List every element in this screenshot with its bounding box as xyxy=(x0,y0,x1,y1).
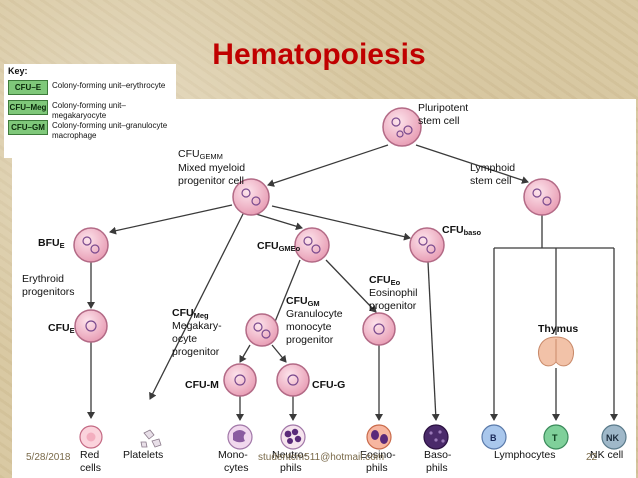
nk-cell-icon xyxy=(601,424,627,450)
cell-pluripotent xyxy=(382,107,422,147)
label-thymus: Thymus xyxy=(538,323,578,335)
label-lymphoid-1: Lymphoid xyxy=(470,162,515,174)
neutrophil-icon xyxy=(280,424,306,450)
cell-cfum xyxy=(223,363,257,397)
red-cell-icon xyxy=(79,425,103,449)
cell-lymphoid xyxy=(523,178,561,216)
label-neutro-2: phils xyxy=(280,462,302,474)
label-eosino-2: phils xyxy=(366,462,388,474)
label-cfumeg-4: progenitor xyxy=(172,346,220,358)
thymus-icon xyxy=(538,336,574,367)
platelets-icon xyxy=(140,429,162,448)
key-desc-cfumeg: Colony-forming unit–megakaryocyte xyxy=(52,101,126,120)
key-code-cfumeg: CFU–Meg xyxy=(8,100,48,115)
label-cfumeg-3: ocyte xyxy=(172,333,197,345)
label-cfue: CFUE xyxy=(48,322,75,335)
mature-cells xyxy=(79,424,627,450)
label-erythroid-2: progenitors xyxy=(22,286,75,298)
arrow-gmeo-to-eo xyxy=(325,259,377,313)
label-nk: NK cell xyxy=(590,449,623,461)
label-cfugm-4: progenitor xyxy=(286,334,334,346)
basophil-icon xyxy=(423,424,449,450)
cells xyxy=(73,107,574,397)
label-cfueo-3: progenitor xyxy=(369,300,417,312)
cell-cfug xyxy=(276,363,310,397)
cell-cfueo xyxy=(362,312,396,346)
t-cell-icon xyxy=(543,424,569,450)
arrow-baso-to-baso xyxy=(427,261,440,421)
cell-cfugemm xyxy=(232,178,270,216)
label-lymphocytes: Lymphocytes xyxy=(494,449,555,461)
arrow-gemm-to-platelets xyxy=(149,211,245,400)
label-cfugm: CFUGM xyxy=(286,295,320,308)
label-nk-cell: NK xyxy=(606,433,619,443)
label-baso-2: phils xyxy=(426,462,448,474)
label-cfumeg: CFUMeg xyxy=(172,307,209,320)
cell-cfugm xyxy=(245,313,279,347)
arrow-stem-to-lymphoid xyxy=(415,144,529,184)
diagram-panel xyxy=(12,99,636,478)
monocyte-icon xyxy=(227,424,253,450)
b-cell-icon xyxy=(481,424,507,450)
label-cfug: CFU-G xyxy=(312,379,345,391)
cell-bfue xyxy=(73,227,109,263)
label-cfugemm: CFUGEMM xyxy=(178,148,223,161)
label-platelets: Platelets xyxy=(123,449,163,461)
key-code-cfugm: CFU–GM xyxy=(8,120,48,135)
labels: Pluripotent stem cell CFUGEMM Mixed myel… xyxy=(22,102,623,474)
arrows xyxy=(87,144,618,421)
cell-cfue xyxy=(74,309,108,343)
eosinophil-icon xyxy=(366,424,392,450)
label-t: T xyxy=(552,433,558,443)
key-code-cfue: CFU–E xyxy=(8,80,48,95)
label-cfueo: CFUEo xyxy=(369,274,401,287)
arrow-gemm-to-gmeo xyxy=(255,213,303,231)
label-cfugemm-3: progenitor cell xyxy=(178,175,244,187)
label-cfugemm-2: Mixed myeloid xyxy=(178,162,245,174)
label-cfugm-2: Granulocyte xyxy=(286,308,343,320)
label-cfueo-2: Eosinophil xyxy=(369,287,417,299)
arrow-gm-to-cfug xyxy=(271,344,287,363)
key-desc-cfue: Colony-forming unit–erythrocyte xyxy=(52,81,166,90)
key-desc-cfugm: Colony-forming unit–granulocyte macropha… xyxy=(52,121,168,140)
label-erythroid-1: Erythroid xyxy=(22,273,64,285)
slide-title: Hematopoiesis xyxy=(212,38,426,71)
label-cfum: CFU-M xyxy=(185,379,219,391)
arrow-gemm-to-bfue xyxy=(109,204,233,235)
arrow-gemm-to-baso xyxy=(271,205,411,241)
label-mono-2: cytes xyxy=(224,462,249,474)
arrow-gm-to-cfum xyxy=(239,344,251,363)
label-cfubaso: CFUbaso xyxy=(442,224,482,237)
key-legend: Key: CFU–E Colony-forming unit–erythrocy… xyxy=(4,64,176,158)
label-pluripotent-2: stem cell xyxy=(418,115,459,127)
label-red-2: cells xyxy=(80,462,101,474)
label-neutro-1: Neutro- xyxy=(272,449,308,461)
label-cfugmeo: CFUGMEo xyxy=(257,240,301,253)
key-title: Key: xyxy=(8,66,28,76)
label-eosino-1: Eosino- xyxy=(360,449,396,461)
arrow-stem-to-gemm xyxy=(267,144,389,187)
label-lymphoid-2: stem cell xyxy=(470,175,511,187)
label-pluripotent-1: Pluripotent xyxy=(418,102,468,114)
cell-cfubaso xyxy=(409,227,445,263)
label-mono-1: Mono- xyxy=(218,449,248,461)
label-bfue: BFUE xyxy=(38,237,65,250)
label-b: B xyxy=(490,433,497,443)
label-baso-1: Baso- xyxy=(424,449,452,461)
label-cfugm-3: monocyte xyxy=(286,321,332,333)
label-cfumeg-2: Megakary- xyxy=(172,320,222,332)
label-red-1: Red xyxy=(80,449,99,461)
cell-cfugmeo xyxy=(294,227,330,263)
